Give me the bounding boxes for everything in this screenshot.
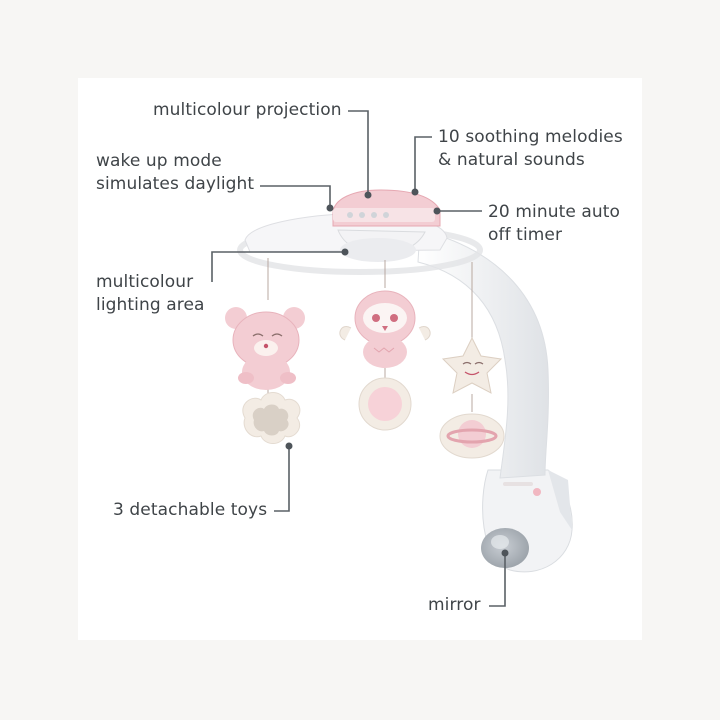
moon-toy-icon (358, 377, 412, 431)
label-text: & natural sounds (438, 150, 585, 170)
label-lighting-area: multicolour lighting area (96, 271, 205, 317)
bear-toy-icon (225, 307, 305, 390)
label-detachable-toys: 3 detachable toys (113, 499, 267, 522)
control-button-icon (359, 212, 365, 218)
owl-toy-icon (339, 290, 431, 368)
label-auto-off-timer: 20 minute auto off timer (488, 201, 620, 247)
star-toy-icon (441, 336, 503, 394)
label-text: simulates daylight (96, 174, 255, 194)
label-multicolour-projection: multicolour projection (153, 99, 342, 122)
label-text: lighting area (96, 295, 205, 315)
label-text: wake up mode (96, 151, 222, 171)
callout-lines (211, 110, 509, 607)
label-text: multicolour (96, 272, 194, 292)
label-text: 20 minute auto (488, 202, 621, 222)
control-button-icon (347, 212, 353, 218)
label-text: 10 soothing melodies (438, 127, 623, 147)
cloud-toy-icon (242, 392, 301, 444)
projector-head (237, 189, 483, 275)
label-text: mirror (428, 595, 481, 615)
label-soothing-melodies: 10 soothing melodies & natural sounds (438, 126, 623, 172)
base-unit (481, 469, 573, 573)
power-button (533, 488, 541, 496)
label-text: 3 detachable toys (113, 500, 268, 520)
label-mirror: mirror (428, 594, 481, 617)
control-button-icon (383, 212, 389, 218)
label-wake-up-mode: wake up mode simulates daylight (96, 150, 254, 196)
arm (417, 229, 549, 479)
label-text: multicolour projection (153, 100, 342, 120)
planet-toy-icon (439, 413, 505, 459)
label-text: off timer (488, 225, 563, 245)
control-button-icon (371, 212, 377, 218)
